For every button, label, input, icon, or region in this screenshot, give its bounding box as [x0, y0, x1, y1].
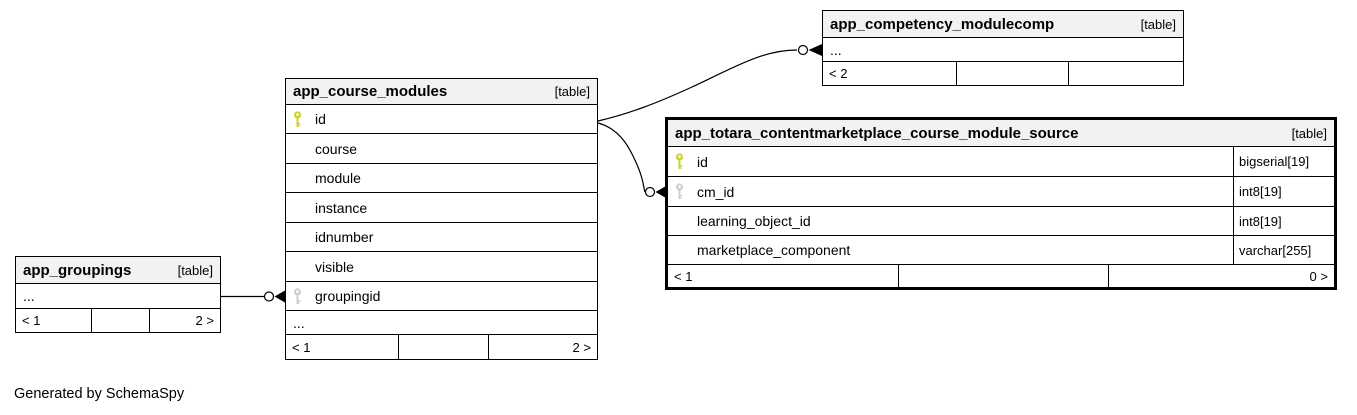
ellipsis-label: ... — [293, 314, 305, 331]
ellipsis-label: ... — [830, 41, 842, 58]
column-learning-object-id: learning_object_id int8[19] — [668, 207, 1334, 236]
column-visible: visible — [286, 252, 597, 282]
column-label: instance — [315, 199, 368, 216]
column-id: id bigserial[19] — [668, 147, 1334, 177]
foreign-key-icon — [293, 287, 315, 305]
table-footer: < 1 2 > — [286, 335, 597, 359]
zero-cardinality-dot — [644, 186, 656, 198]
crow-foot-arrow — [808, 44, 822, 56]
relationship-coursemodules-competency — [597, 44, 822, 122]
column-groupingid: groupingid — [286, 282, 597, 311]
table-header[interactable]: app_course_modules [table] — [286, 79, 597, 105]
table-tag: [table] — [554, 84, 590, 99]
table-header[interactable]: app_competency_modulecomp [table] — [823, 11, 1183, 38]
column-type: bigserial[19] — [1233, 147, 1334, 176]
zero-cardinality-dot — [263, 291, 275, 302]
column-label: module — [315, 170, 361, 186]
generated-by-note: Generated by SchemaSpy — [14, 386, 185, 402]
table-header[interactable]: app_groupings [table] — [16, 257, 220, 284]
table-title[interactable]: app_groupings — [23, 261, 132, 279]
table-app-totara-contentmarketplace-course-module-source[interactable]: app_totara_contentmarketplace_course_mod… — [665, 117, 1337, 290]
column-course: course — [286, 134, 597, 164]
columns-ellipsis-row: ... — [286, 311, 597, 335]
column-type: int8[19] — [1233, 177, 1334, 206]
column-label: visible — [315, 258, 354, 275]
parents-count: < 1 — [292, 339, 311, 355]
foreign-key-icon — [675, 183, 697, 200]
primary-key-icon — [675, 153, 697, 170]
primary-key-icon — [293, 110, 315, 128]
column-label: cm_id — [697, 183, 735, 200]
column-label: learning_object_id — [697, 213, 811, 229]
footer-mid-cell — [91, 309, 148, 332]
ellipsis-label: ... — [23, 288, 35, 304]
columns-ellipsis-row: ... — [823, 38, 1183, 62]
column-id: id — [286, 105, 597, 134]
column-type: int8[19] — [1233, 207, 1334, 235]
table-footer: < 1 0 > — [668, 265, 1334, 287]
children-count — [1067, 62, 1183, 85]
column-marketplace-component: marketplace_component varchar[255] — [668, 236, 1334, 265]
footer-mid-cell — [397, 335, 488, 359]
table-tag: [table] — [1291, 125, 1327, 141]
parents-count: < 1 — [674, 268, 693, 284]
table-footer: < 1 2 > — [16, 309, 220, 332]
column-label: idnumber — [315, 229, 374, 245]
table-title[interactable]: app_competency_modulecomp — [830, 15, 1055, 33]
table-tag: [table] — [177, 262, 213, 278]
column-label: groupingid — [315, 288, 381, 304]
zero-cardinality-dot — [797, 44, 809, 56]
column-idnumber: idnumber — [286, 223, 597, 252]
column-label: id — [315, 111, 326, 127]
columns-ellipsis-row: ... — [16, 284, 220, 309]
table-app-course-modules[interactable]: app_course_modules [table] id course mod… — [285, 78, 598, 360]
relationship-groupings-coursemodules — [221, 290, 285, 303]
column-label: marketplace_component — [697, 242, 851, 258]
table-footer: < 2 — [823, 62, 1183, 85]
column-cm-id: cm_id int8[19] — [668, 177, 1334, 207]
table-app-groupings[interactable]: app_groupings [table] ... < 1 2 > — [15, 256, 221, 333]
column-module: module — [286, 164, 597, 193]
column-instance: instance — [286, 193, 597, 223]
table-title[interactable]: app_course_modules — [293, 83, 448, 100]
table-app-competency-modulecomp[interactable]: app_competency_modulecomp [table] ... < … — [822, 10, 1184, 86]
column-type: varchar[255] — [1233, 236, 1334, 264]
parents-count: < 1 — [22, 313, 41, 328]
table-title[interactable]: app_totara_contentmarketplace_course_mod… — [675, 124, 1079, 142]
column-label: course — [315, 140, 358, 157]
crow-foot-arrow — [274, 290, 285, 303]
parents-count: < 2 — [829, 66, 848, 81]
table-tag: [table] — [1140, 16, 1176, 32]
footer-mid-cell — [956, 62, 1068, 85]
children-count: 0 > — [1107, 265, 1334, 287]
children-count: 2 > — [488, 335, 597, 359]
column-label: id — [697, 153, 708, 170]
table-header[interactable]: app_totara_contentmarketplace_course_mod… — [668, 120, 1334, 147]
children-count: 2 > — [148, 309, 220, 332]
footer-mid-cell — [897, 265, 1108, 287]
relationship-coursemodules-totarasource — [597, 122, 666, 198]
